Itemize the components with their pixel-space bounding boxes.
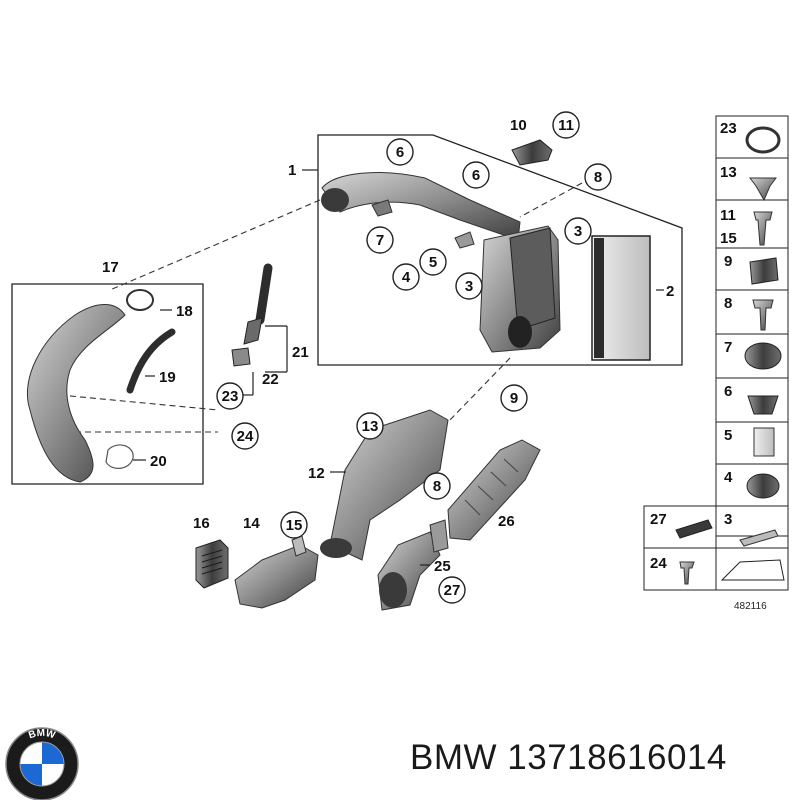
legend-15: 15 [720, 230, 737, 247]
callout-5: 5 [429, 254, 437, 271]
airbox-lid [509, 227, 556, 331]
callout-13: 13 [362, 418, 379, 435]
expanding-rivet-icon [749, 177, 777, 202]
label-12: 12 [308, 465, 325, 482]
grommet-icon-4 [746, 473, 780, 499]
callout-8a: 8 [594, 169, 602, 186]
callout-15: 15 [286, 517, 303, 534]
legend-27: 27 [650, 511, 667, 528]
part-number: 13718616014 [507, 738, 727, 777]
label-10: 10 [510, 117, 527, 134]
intake-snorkel-part [329, 409, 449, 561]
legend-9: 9 [724, 253, 732, 270]
legend-4: 4 [724, 469, 733, 486]
callout-4: 4 [402, 269, 411, 286]
legend-3: 3 [724, 511, 732, 528]
label-25: 25 [434, 558, 451, 575]
rubber-mount-icon-6 [747, 395, 779, 415]
callout-23: 23 [222, 388, 239, 405]
duct-mount-bracket [371, 199, 393, 217]
callout-27: 27 [444, 582, 461, 599]
svg-text:BMW: BMW [27, 728, 57, 742]
grommet-icon-9 [749, 257, 779, 285]
clip-icon-3 [739, 529, 779, 547]
gasket-20 [105, 444, 134, 469]
diagram-number: 482116 [734, 601, 767, 612]
hose-ring-seal [126, 289, 154, 311]
legend-numbers: 23 13 11 15 9 8 7 6 5 4 27 3 24 [650, 120, 737, 572]
rubber-mount-icon-7 [744, 342, 782, 370]
legend-23: 23 [720, 120, 737, 137]
label-17: 17 [102, 259, 119, 276]
callout-circles [216, 111, 612, 604]
air-filter-frame [594, 238, 604, 358]
legend-24: 24 [650, 555, 667, 572]
foam-strip-icon-27 [675, 519, 713, 539]
label-leaders [133, 169, 664, 566]
legend-5: 5 [724, 427, 732, 444]
plain-labels: 1 2 10 17 18 19 20 21 22 12 16 14 25 26 [102, 117, 674, 575]
label-2: 2 [666, 283, 674, 300]
callout-24: 24 [237, 428, 254, 445]
mass-airflow-sensor-part [511, 139, 553, 166]
brand-name: BMW [410, 738, 498, 777]
screw-icon-24 [679, 561, 695, 585]
o-ring-icon [745, 126, 781, 154]
valve-22 [231, 347, 251, 367]
part-number-caption: BMW 13718616014 [410, 738, 727, 778]
charge-air-hose-part [26, 304, 126, 483]
connection-lines [55, 182, 583, 433]
duct-clip [454, 231, 475, 249]
assembly-frame [317, 134, 683, 366]
vent-hose-end [243, 317, 263, 345]
airbox-outlet [508, 316, 532, 348]
callout-3b: 3 [465, 278, 473, 295]
legend-7: 7 [724, 339, 732, 356]
legend-6: 6 [724, 383, 732, 400]
label-21: 21 [292, 344, 309, 361]
label-18: 18 [176, 303, 193, 320]
hand-pointer-icon [720, 559, 785, 581]
label-19: 19 [159, 369, 176, 386]
callout-3a: 3 [574, 223, 582, 240]
legend-8: 8 [724, 295, 732, 312]
bellows-ribs [464, 458, 519, 516]
label-26: 26 [498, 513, 515, 530]
cover-part [234, 544, 319, 609]
elbow-opening [379, 572, 407, 608]
label-20: 20 [150, 453, 167, 470]
snorkel-mouth [320, 538, 352, 558]
callout-7: 7 [376, 232, 384, 249]
callout-9: 9 [510, 390, 518, 407]
label-22: 22 [262, 371, 279, 388]
legend-13: 13 [720, 164, 737, 181]
sleeve-icon-5 [753, 427, 775, 457]
label-14: 14 [243, 515, 260, 532]
legend-11: 11 [720, 207, 736, 224]
group-frame-17 [11, 283, 204, 485]
vent-hose-part [255, 263, 273, 325]
callout-8b: 8 [433, 478, 441, 495]
label-1: 1 [288, 162, 296, 179]
callout-6b: 6 [472, 167, 480, 184]
vacuum-line-19 [126, 328, 176, 394]
grille-part [195, 539, 229, 589]
bolt-icon-8 [752, 299, 774, 331]
intake-duct-part [321, 172, 521, 241]
bellows-part [447, 439, 541, 541]
bmw-roundel-icon: BMW [5, 727, 79, 800]
duct-opening [321, 188, 349, 212]
bracket-8b [429, 519, 449, 553]
grille-slots [201, 549, 223, 575]
callout-6a: 6 [396, 144, 404, 161]
callout-11: 11 [558, 117, 574, 134]
label-16: 16 [193, 515, 210, 532]
callout-numbers: 6 6 7 4 5 3 3 8 11 9 23 24 13 8 15 27 [222, 117, 603, 599]
hardware-legend [643, 115, 789, 591]
screw-icon-11 [753, 211, 773, 246]
